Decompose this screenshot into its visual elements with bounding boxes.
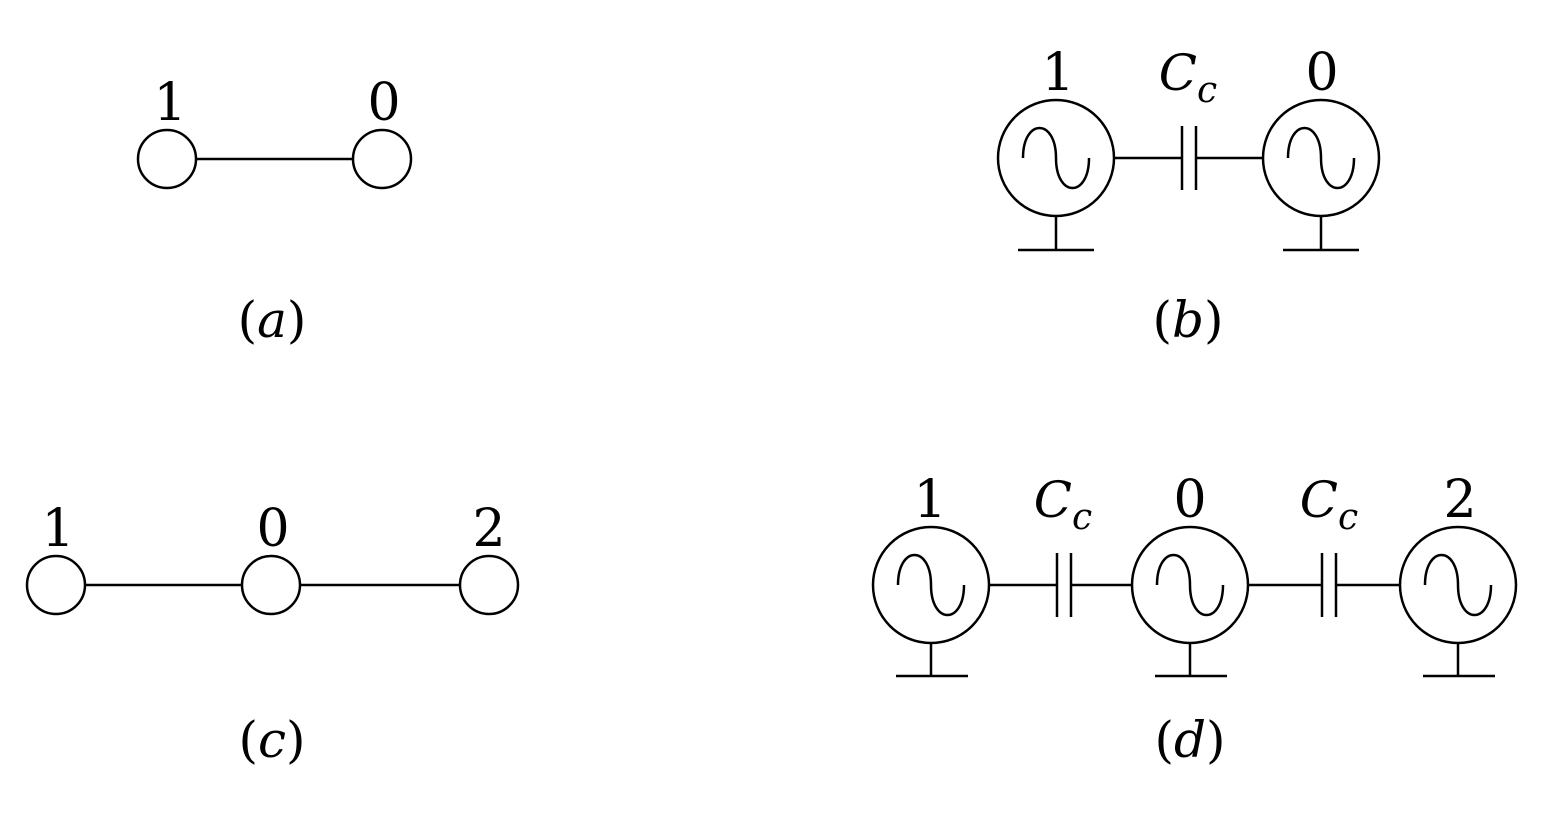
node-label-0: 0: [1305, 43, 1338, 103]
ground-icon: [1155, 643, 1227, 678]
graph-node-2: [458, 554, 520, 616]
ac-source-icon: [1130, 525, 1250, 645]
ground-icon: [1423, 643, 1495, 678]
panel-caption-d: (d): [1154, 711, 1225, 769]
capacitor-icon: [1180, 126, 1198, 190]
graph-node-1: [136, 128, 198, 190]
graph-node-1: [25, 554, 87, 616]
capacitor-icon: [1055, 553, 1073, 617]
node-label-1: 1: [41, 499, 74, 559]
panel-caption-b: (b): [1152, 291, 1223, 349]
ac-source-icon: [1398, 525, 1518, 645]
node-label-0: 0: [367, 73, 400, 133]
ac-source-icon: [1261, 98, 1381, 218]
node-label-1: 1: [1041, 43, 1074, 103]
capacitor-label: Cc: [1034, 471, 1092, 538]
ground-icon: [1283, 216, 1359, 252]
node-label-1: 1: [913, 470, 946, 530]
capacitor-label: Cc: [1159, 44, 1217, 111]
panel-caption-a: (a): [238, 291, 307, 349]
capacitor-label: Cc: [1300, 471, 1358, 538]
panel-c: 1 0 2 (c): [25, 499, 520, 769]
node-label-0: 0: [1173, 470, 1206, 530]
panel-caption-c: (c): [238, 711, 305, 769]
node-label-0: 0: [256, 499, 289, 559]
node-label-2: 2: [472, 499, 505, 559]
graph-node-0: [351, 128, 413, 190]
ground-icon: [1018, 216, 1094, 252]
panel-b: 1 0 Cc (b): [996, 43, 1381, 349]
ground-icon: [896, 643, 968, 678]
panel-a: 1 0 (a): [136, 73, 413, 349]
ac-source-icon: [871, 525, 991, 645]
panel-d: 1 0 2 Cc Cc (d): [871, 470, 1518, 769]
capacitor-icon: [1320, 553, 1338, 617]
node-label-2: 2: [1443, 470, 1476, 530]
graph-node-0: [240, 554, 302, 616]
node-label-1: 1: [153, 73, 186, 133]
ac-source-icon: [996, 98, 1116, 218]
